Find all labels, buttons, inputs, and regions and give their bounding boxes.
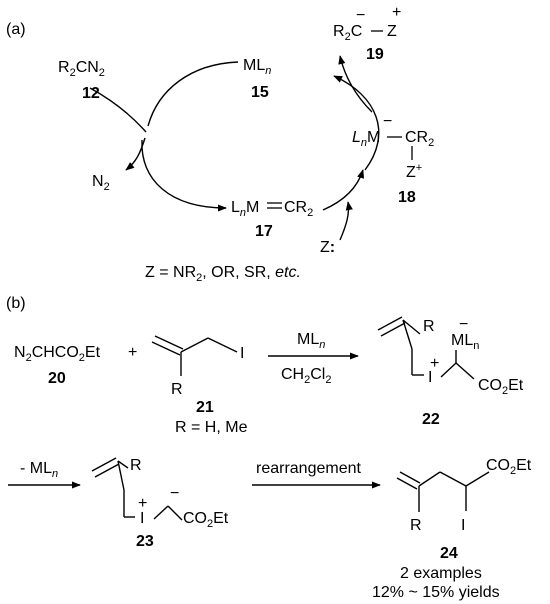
number-21: 21	[196, 399, 214, 416]
formula-15: MLn	[243, 57, 271, 77]
compound-19: R2C Z − + 19	[333, 4, 401, 63]
charge-18-minus: −	[383, 113, 392, 130]
formula-19-z: Z	[387, 23, 397, 40]
compound-12: R2CN2 12	[58, 59, 105, 102]
cycle-arrow-bottom	[141, 139, 227, 212]
formula-18-cr2: CR2	[405, 129, 434, 149]
formula-12: R2CN2	[58, 59, 105, 79]
number-24: 24	[440, 545, 458, 562]
atom-22-i: I	[428, 369, 432, 386]
atom-24-i: I	[461, 517, 465, 534]
compound-24	[396, 471, 490, 512]
arrow-to-19	[338, 55, 373, 113]
cycle-arrow-right	[333, 75, 380, 171]
number-23: 23	[136, 533, 154, 550]
arrow-to-n2	[125, 137, 146, 171]
n2-label: N2	[92, 173, 110, 193]
compound-22	[377, 316, 475, 380]
charge-22-plus: +	[430, 355, 439, 372]
arrow1-solvent: CH2Cl2	[281, 366, 331, 386]
arrow-from-z	[339, 201, 353, 241]
arrow2-label: - MLn	[20, 460, 58, 480]
number-12: 12	[82, 85, 100, 102]
charge-19-plus: +	[392, 4, 401, 21]
compound-23	[91, 457, 183, 521]
reaction-arrow-1: MLn CH2Cl2	[268, 331, 359, 386]
atom-23-i: I	[140, 510, 144, 527]
number-20: 20	[48, 370, 66, 387]
note-24-yields: 12% ~ 15% yields	[372, 584, 500, 601]
formula-18: LnM	[352, 129, 380, 149]
note-24-examples: 2 examples	[400, 565, 482, 582]
cycle-arrow-top	[147, 61, 239, 127]
arrow3-label: rearrangement	[256, 460, 362, 477]
arrow1-reagent: MLn	[297, 331, 325, 351]
plus-sign: +	[128, 344, 137, 361]
reaction-arrow-3: rearrangement	[252, 460, 381, 489]
atom-21-r: R	[171, 381, 183, 398]
group-22-co2et: CO2Et	[478, 377, 524, 397]
atom-23-r: R	[130, 457, 142, 474]
compound-20: N2CHCO2Et + 20	[14, 344, 137, 387]
number-18: 18	[398, 189, 416, 206]
arrow-from-r2cn2	[89, 87, 147, 133]
formula-19: R2C	[333, 23, 362, 43]
atom-22-r: R	[423, 318, 435, 335]
compound-17: LnM CR2 17	[231, 199, 313, 240]
number-22: 22	[422, 411, 440, 428]
formula-18-z: Z+	[406, 162, 422, 181]
charge-19-minus: −	[356, 7, 365, 24]
formula-17: LnM	[231, 199, 259, 219]
number-15: 15	[251, 84, 269, 101]
compound-15: MLn 15	[243, 57, 271, 101]
r-definition-21: R = H, Me	[175, 419, 248, 436]
compound-18: LnM − CR2 Z+ 18	[352, 113, 434, 206]
nucleophile-label: Z:	[320, 239, 335, 256]
group-24-co2et: CO2Et	[486, 457, 532, 477]
reaction-arrow-2: - MLn	[8, 460, 81, 489]
number-19: 19	[366, 46, 384, 63]
formula-17-cr2: CR2	[284, 199, 313, 219]
catalytic-cycle	[89, 55, 380, 241]
atom-24-r: R	[410, 517, 422, 534]
part-a-label: (a)	[6, 21, 26, 38]
charge-23-minus: −	[170, 485, 179, 502]
number-17: 17	[255, 223, 273, 240]
charge-22-minus: −	[459, 316, 468, 333]
cycle-arrow-left-lower	[322, 169, 365, 211]
charge-23-plus: +	[138, 495, 147, 512]
part-b-label: (b)	[6, 295, 26, 312]
formula-20: N2CHCO2Et	[14, 344, 101, 364]
compound-21	[151, 335, 238, 376]
atom-21-i: I	[240, 345, 244, 362]
group-23-co2et: CO2Et	[183, 510, 229, 530]
group-22-mln: MLn	[451, 332, 479, 352]
z-definition: Z = NR2, OR, SR, etc.	[145, 264, 301, 284]
